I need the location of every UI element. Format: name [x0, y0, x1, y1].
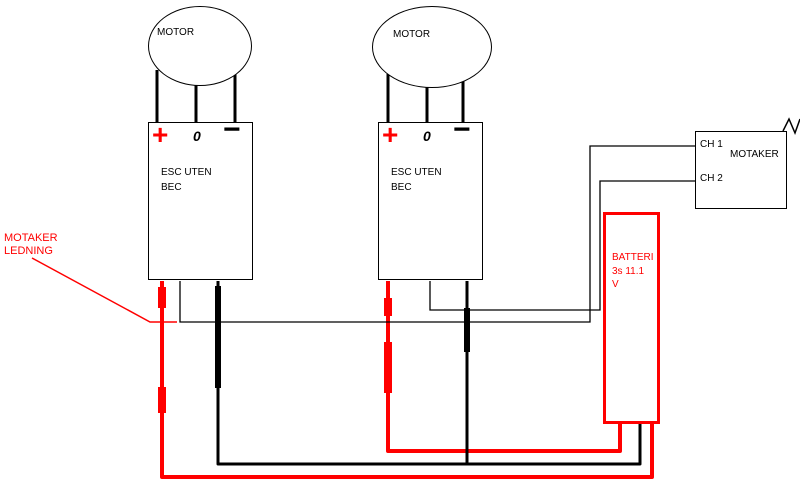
battery-label: BATTERI 3s 11.1 V: [612, 252, 654, 290]
esc-2-positive-terminal: +: [382, 119, 399, 150]
battery: BATTERI 3s 11.1 V: [603, 212, 660, 424]
receiver: CH 1 MOTAKER CH 2: [695, 131, 787, 209]
wire-esc1-negative: [216, 281, 642, 466]
motor-2-label: MOTOR: [393, 29, 431, 40]
esc-1-negative-terminal: −: [223, 113, 241, 146]
esc-2-negative-terminal: −: [453, 113, 471, 146]
wire-esc2-signal-ch2: [429, 180, 695, 311]
esc-1: + 0 − ESC UTEN BEC: [148, 115, 253, 280]
receiver-ch1-label: CH 1: [700, 139, 723, 150]
receiver-ch2-label: CH 2: [700, 173, 723, 184]
wire-esc2-positive: [386, 281, 622, 453]
esc-1-signal-terminal: 0: [193, 128, 201, 144]
wire-esc1-signal-ch1: [179, 145, 695, 323]
esc-1-label: ESC UTEN BEC: [161, 167, 212, 193]
motor-1: MOTOR: [148, 6, 252, 86]
esc-2-signal-terminal: 0: [423, 128, 431, 144]
motor-2: MOTOR: [372, 6, 492, 88]
motor-1-label: MOTOR: [157, 27, 195, 38]
annotation-pointer-line: [31, 257, 177, 323]
esc-2-label: ESC UTEN BEC: [391, 167, 442, 193]
receiver-antenna-icon: [782, 117, 800, 136]
esc-2: + 0 − ESC UTEN BEC: [378, 115, 483, 280]
wire-esc1-positive: [160, 281, 654, 479]
annotation-motaker-ledning: MOTAKER LEDNING: [4, 232, 58, 258]
receiver-name: MOTAKER: [730, 149, 779, 160]
esc-1-positive-terminal: +: [152, 119, 169, 150]
